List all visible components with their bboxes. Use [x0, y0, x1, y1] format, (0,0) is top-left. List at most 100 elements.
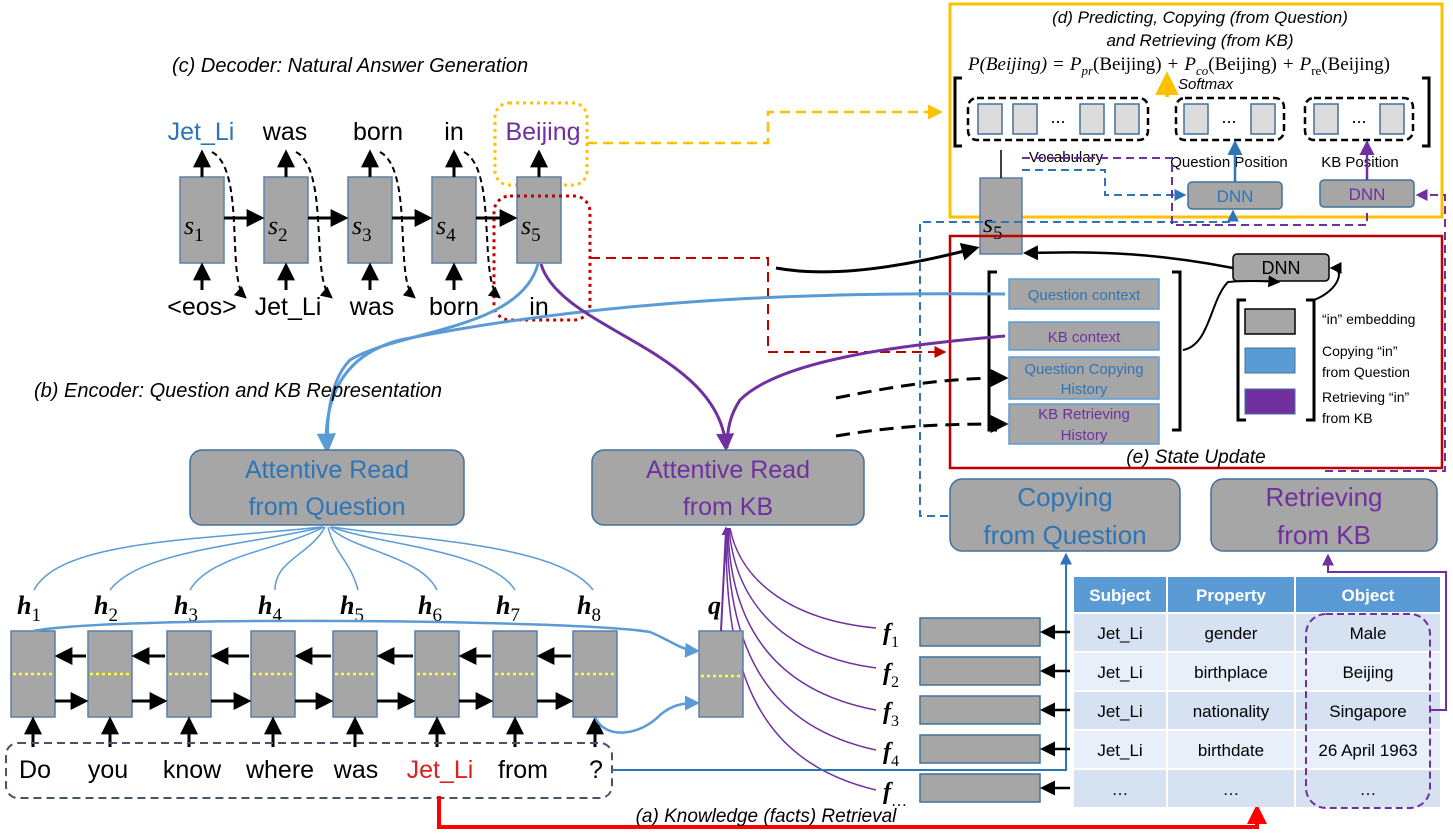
attentive-read-kb-label-1: Attentive Read [646, 456, 810, 484]
h-label-7: h7 [496, 591, 520, 626]
kb-header-object: Object [1342, 586, 1395, 605]
fact-label-3: f3 [883, 699, 899, 730]
h-label-5: h5 [340, 591, 364, 626]
decoder-state-label-3: s3 [352, 211, 372, 246]
decoder-state-box-2 [263, 176, 309, 264]
decoder-input-5: in [529, 293, 548, 321]
copying-from-question-box [949, 478, 1181, 552]
legend-bracket-right [1306, 298, 1316, 422]
question-position-cells [1183, 103, 1276, 135]
context-bracket-left [987, 270, 997, 432]
fact-label-1: f1 [883, 620, 899, 651]
question-token-4: where [245, 756, 314, 784]
decoder-input-words: <eos> Jet_Li was born in [167, 293, 548, 321]
kb-header-subject: Subject [1089, 586, 1151, 605]
probability-formula: P(Beijing)=Ppr(Beijing)+Pco(Beijing)+Pre… [967, 54, 1390, 78]
retrieving-from-kb-box [1210, 478, 1438, 552]
h-label-3: h3 [174, 591, 198, 626]
legend-copy-label-1: Copying “in” [1322, 343, 1398, 359]
q-box [698, 630, 744, 718]
h-label-8: h8 [577, 591, 601, 626]
predict-panel [948, 2, 1444, 219]
state-update-title: (e) State Update [1126, 447, 1265, 468]
kb-retrieving-history-label-1: KB Retrieving [1038, 406, 1130, 423]
h-label-4: h4 [258, 591, 282, 626]
fact-box-1 [919, 617, 1041, 647]
softmax-label: Softmax [1178, 76, 1234, 93]
h-label-6: h6 [418, 591, 442, 626]
kb-header-property: Property [1196, 586, 1266, 605]
previous-state-to-state-arrow [775, 242, 980, 274]
kb-retrieving-history-label-2: History [1061, 427, 1108, 444]
kb-context-flow [725, 334, 1006, 449]
s5-to-attentive-kb-flow [539, 263, 735, 452]
kb-cell-r1-c2: gender [1205, 624, 1258, 643]
question-copying-history-label-1: Question Copying [1024, 361, 1143, 378]
dnn-kb-label: DNN [1349, 185, 1386, 204]
kb-cell-r3-c1: Jet_Li [1097, 702, 1142, 721]
decoder-output-words: Jet_Li was born in Beijing [168, 118, 581, 146]
question-context-box [1008, 278, 1160, 310]
dnn-to-state-arrow [1023, 245, 1234, 270]
kb-position-cells [1313, 103, 1405, 135]
decoder-output-3: born [353, 118, 403, 146]
kb-context-label: KB context [1048, 329, 1121, 346]
attentive-read-question-label-1: Attentive Read [245, 456, 409, 484]
kb-cell-r1-c3: Male [1350, 624, 1387, 643]
copying-feed-line [919, 209, 1239, 517]
kb-cell-r5-c2: … [1223, 780, 1240, 799]
encoder-title: (b) Encoder: Question and KB Representat… [34, 380, 442, 402]
predict-title-2: and Retrieving (from KB) [1106, 31, 1293, 50]
kb-cell-r2-c1: Jet_Li [1097, 663, 1142, 682]
predict-right-bracket [1422, 76, 1431, 148]
copy-history-feed [835, 369, 1009, 400]
legend-embedding-label: “in” embedding [1322, 311, 1415, 327]
q-to-attentive-kb-arrow [720, 529, 727, 632]
encoder-dotted-dividers [13, 672, 741, 678]
h1-to-q-flow [32, 619, 700, 658]
question-copying-history-label-2: History [1061, 381, 1108, 398]
fact-box-3 [919, 695, 1041, 725]
retrieval-arrow [437, 796, 1267, 829]
fact-box-2 [919, 656, 1041, 686]
decoder-input-4: born [429, 293, 479, 321]
fact-label-4: f4 [883, 739, 899, 770]
kb-retrieving-history-box [1008, 403, 1160, 445]
question-attention-lines [33, 526, 594, 591]
fact-box-5 [919, 773, 1041, 803]
legend-retrieve-label-1: Retrieving “in” [1322, 389, 1409, 405]
question-to-copying-line [612, 552, 1072, 771]
predict-left-bracket [953, 76, 962, 148]
fact-labels: f1 f2 f3 f4 f… [883, 620, 907, 810]
kb-cell-r5-c3: … [1360, 780, 1377, 799]
question-context-label: Question context [1028, 287, 1141, 304]
kb-attention-lines [721, 526, 877, 791]
question-token-6: Jet_Li [407, 756, 474, 784]
question-token-8: ? [589, 756, 603, 784]
predict-title-1: (d) Predicting, Copying (from Question) [1052, 8, 1348, 27]
kb-context-box [1008, 321, 1160, 351]
context-to-dnn-arrow [1182, 275, 1281, 351]
decoder-state-label-2: s2 [268, 211, 288, 246]
predict-state-label: s5 [983, 209, 1003, 244]
fact-label-2: f2 [883, 660, 899, 691]
encoder-h-labels: h1 h2 h3 h4 h5 h6 h7 h8 q [17, 591, 721, 626]
question-position-ellipsis: ... [1221, 107, 1236, 127]
decoder-output-5: Beijing [505, 118, 580, 146]
h8-to-q-flow [593, 695, 700, 734]
beijing-to-predict-connector [587, 104, 943, 145]
kb-position-label: KB Position [1321, 154, 1399, 171]
attentive-read-kb-box [591, 449, 865, 526]
legend-retrieve-swatch [1244, 388, 1296, 415]
kb-cell-r4-c3: 26 April 1963 [1318, 741, 1417, 760]
kb-header-bg-3 [1296, 577, 1440, 612]
retrieving-feed-line [1325, 189, 1446, 472]
h-label-1: h1 [17, 591, 41, 626]
kb-cell-r2-c2: birthplace [1194, 663, 1268, 682]
decoder-input-1: <eos> [167, 293, 237, 321]
kb-position-ellipsis: ... [1351, 107, 1366, 127]
state-update-dnn-label: DNN [1262, 258, 1301, 278]
copying-from-question-label-2: from Question [983, 520, 1146, 550]
decoder-feedback-arrows [211, 151, 501, 299]
dnn-question-label: DNN [1217, 187, 1254, 206]
